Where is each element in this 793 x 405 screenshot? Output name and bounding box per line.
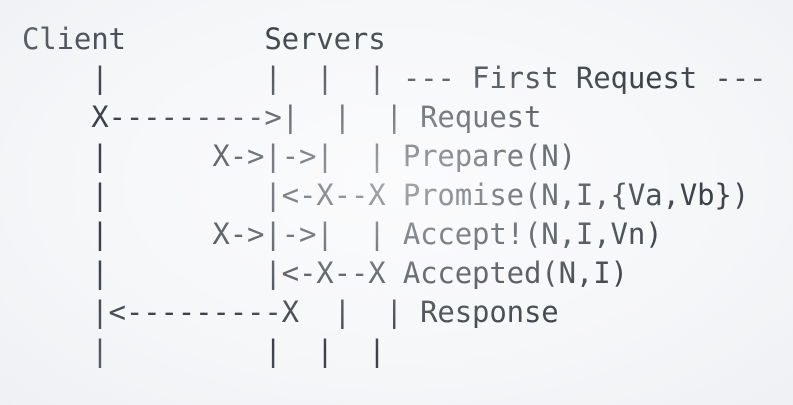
lane-glyphs-response: |<---------X | | [22,295,421,329]
diagram-row-prepare: | X->|->| | Prepare(N) [22,137,766,176]
message-label-response: Response [420,295,559,329]
message-label-prepare: Prepare(N) [402,139,576,173]
diagram-row-promise: | |<-X--X Promise(N,I,{Va,Vb}) [22,176,766,215]
lane-glyphs-accepted: | |<-X--X [22,256,403,290]
diagram-row-response: |<---------X | | Response [22,293,766,332]
ascii-art-canvas: Client Servers | | | | --- First Request… [22,20,766,371]
lane-glyphs-accept: | X->|->| | [22,217,403,251]
message-label-accepted: Accepted(N,I) [402,256,628,290]
message-label-accept: Accept!(N,I,Vn) [402,217,663,251]
message-label-promise: Promise(N,I,{Va,Vb}) [402,178,750,212]
message-label-first-request: --- First Request --- [402,61,767,95]
diagram-row-accepted: | |<-X--X Accepted(N,I) [22,254,766,293]
diagram-row-accept: | X->|->| | Accept!(N,I,Vn) [22,215,766,254]
lane-glyphs-request: X--------->| | | [22,100,421,134]
message-label-request: Request [420,100,542,134]
diagram-row-request: X--------->| | | Request [22,98,766,137]
lane-glyphs-first-request: | | | | [22,61,403,95]
lane-glyphs-promise: | |<-X--X [22,178,403,212]
diagram-row-first-request: | | | | --- First Request --- [22,59,766,98]
diagram-header-row: Client Servers [22,22,386,56]
lane-glyphs-prepare: | X->|->| | [22,139,403,173]
diagram-row-footer: | | | | [22,334,403,368]
